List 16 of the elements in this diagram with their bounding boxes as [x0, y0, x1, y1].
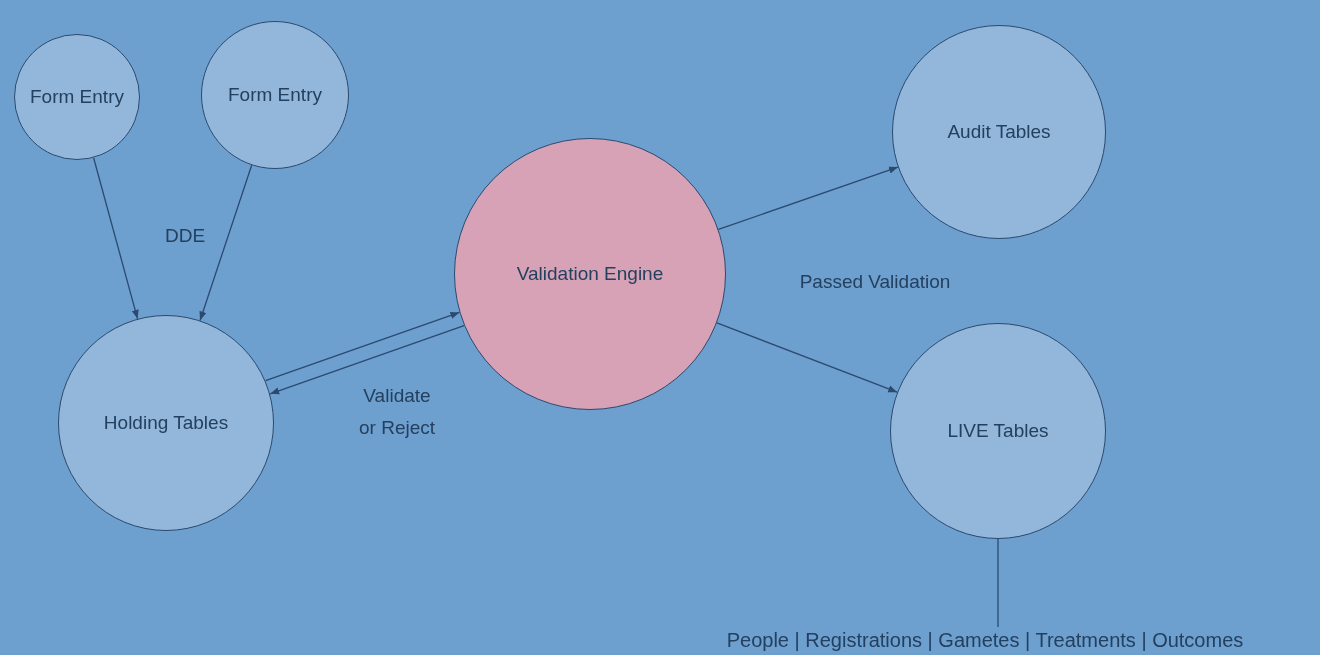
arrow	[264, 311, 460, 382]
table-list: People | Registrations | Gametes | Treatments | Outcomes	[655, 627, 1315, 653]
node-label: Form Entry	[227, 82, 323, 107]
arrow	[199, 164, 253, 322]
arrow	[92, 157, 139, 320]
node-label: LIVE Tables	[946, 418, 1050, 443]
arrow	[269, 325, 465, 395]
node-label: Validation Engine	[515, 261, 665, 286]
node-label: Audit Tables	[946, 119, 1052, 144]
flow-label: Passed Validation	[798, 270, 952, 294]
flow-label: Validate or Reject	[358, 384, 436, 440]
node-label: Form Entry	[29, 84, 125, 109]
flow-label: DDE	[163, 224, 207, 248]
arrow	[716, 322, 898, 393]
arrow	[717, 166, 899, 231]
node-label: Holding Tables	[102, 410, 230, 435]
